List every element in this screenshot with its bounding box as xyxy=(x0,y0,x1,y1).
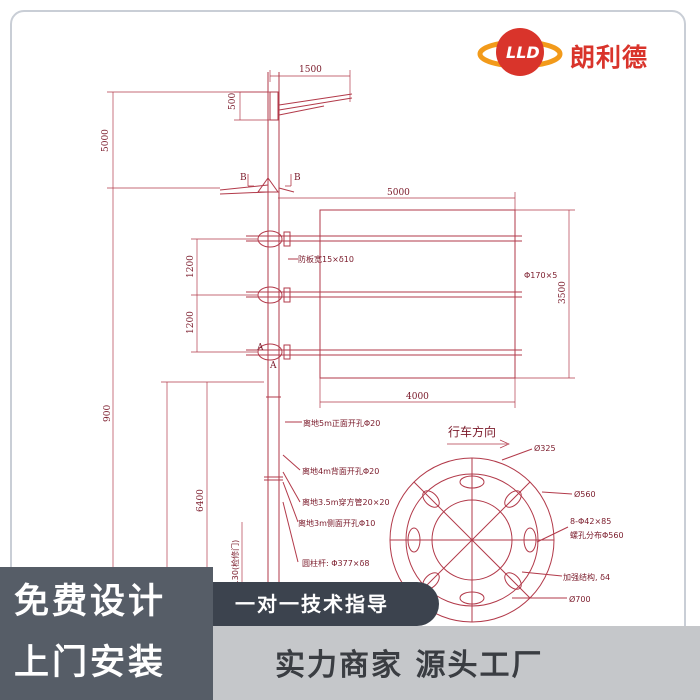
brand-logo: LLD 朗利德 xyxy=(477,28,648,76)
dim-1500: 1500 xyxy=(299,65,322,75)
section-mark-a-bottom: A xyxy=(269,361,277,371)
section-mark-b-left: B xyxy=(240,173,247,183)
note-anti-plate: 防板宽15×δ10 xyxy=(298,254,354,264)
note-door: ×130(检修门) xyxy=(230,540,240,592)
promo-banner-bottom: 实力商家 源头工厂 xyxy=(213,626,700,700)
dim-3500: 3500 xyxy=(558,281,568,304)
dim-500: 500 xyxy=(228,93,238,110)
dim-1200-lower: 1200 xyxy=(186,311,196,334)
promo-installation: 上门安装 xyxy=(14,643,167,683)
promo-factory-text: 实力商家 源头工厂 xyxy=(275,648,544,683)
section-mark-a-top: A xyxy=(256,343,264,353)
note-tube: Φ170×5 xyxy=(524,271,557,280)
promo-banner-left: 免费设计 上门安装 xyxy=(0,567,213,700)
note-stiffener: 加强结构, δ4 xyxy=(563,572,610,582)
dim-1200-upper: 1200 xyxy=(186,255,196,278)
brand-logo-disc-icon xyxy=(496,28,544,76)
note-hole-4m: 离地4m背面开孔Φ20 xyxy=(302,466,379,476)
note-d560: Ø560 xyxy=(574,489,596,499)
note-d700: Ø700 xyxy=(569,594,591,604)
promo-free-design: 免费设计 xyxy=(14,582,167,622)
promo-pill: 一对一技术指导 xyxy=(213,582,439,626)
dim-5000-horizontal: 5000 xyxy=(387,188,410,198)
dim-6400: 6400 xyxy=(196,489,206,512)
traffic-direction-label: 行车方向 xyxy=(448,424,496,439)
note-hole-3m: 离地3m侧面开孔Φ10 xyxy=(298,518,375,528)
note-column: 圆柱杆: Φ377×δ8 xyxy=(302,558,370,568)
dim-4000: 4000 xyxy=(406,392,429,402)
note-bolt-holes: 8-Φ42×85 xyxy=(570,517,611,526)
brand-name: 朗利德 xyxy=(570,43,648,72)
note-bolt-circle: 螺孔分布Φ560 xyxy=(570,530,624,540)
engineering-drawing: 1500 500 5000 5000 1200 1200 3500 4000 9… xyxy=(101,28,648,623)
note-hole-35m: 离地3.5m穿方管20×20 xyxy=(302,497,390,507)
section-mark-b-right: B xyxy=(294,173,301,183)
dim-5000-vertical: 5000 xyxy=(101,129,111,152)
dim-900: 900 xyxy=(103,405,113,422)
brand-logo-letters: LLD xyxy=(506,43,540,62)
note-hole-5m: 离地5m正面开孔Φ20 xyxy=(303,418,380,428)
note-d325: Ø325 xyxy=(534,443,556,453)
